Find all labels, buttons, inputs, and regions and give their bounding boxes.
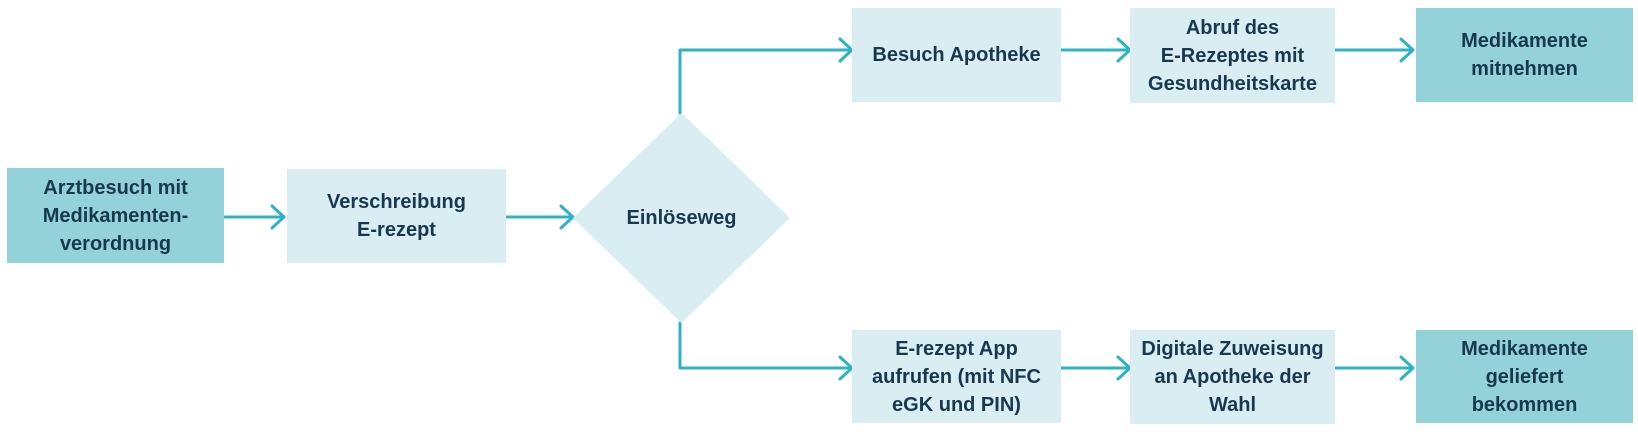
arrow-einloeseweg-to-besuch-apotheke (678, 37, 854, 115)
arrow-app-to-zuweisung (1059, 355, 1132, 381)
node-abruf-e-rezept: Abruf des E-Rezeptes mit Gesundheitskart… (1130, 8, 1335, 103)
arrow-besuch-apotheke-to-abruf (1059, 37, 1132, 63)
node-besuch-apotheke: Besuch Apotheke (852, 8, 1061, 102)
node-einloeseweg-decision: Einlöseweg (573, 113, 790, 323)
arrow-abruf-to-mitnehmen (1333, 37, 1415, 63)
arrow-zuweisung-to-geliefert (1333, 355, 1415, 381)
node-einloeseweg-label: Einlöseweg (626, 207, 737, 229)
node-arztbesuch: Arztbesuch mit Medikamenten- verordnung (7, 168, 224, 263)
node-verschreibung-label: Verschreibung E-rezept (327, 191, 466, 241)
node-medikamente-geliefert-label: Medikamente geliefert bekommen (1461, 337, 1588, 416)
node-medikamente-mitnehmen-label: Medikamente mitnehmen (1461, 30, 1588, 80)
node-verschreibung: Verschreibung E-rezept (287, 169, 506, 263)
node-medikamente-geliefert: Medikamente geliefert bekommen (1416, 330, 1633, 423)
node-digitale-zuweisung-label: Digitale Zuweisung an Apotheke der Wahl (1141, 338, 1324, 416)
node-abruf-e-rezept-label: Abruf des E-Rezeptes mit Gesundheitskart… (1148, 16, 1317, 95)
node-e-rezept-app: E-rezept App aufrufen (mit NFC eGK und P… (852, 330, 1061, 423)
arrow-arztbesuch-to-verschreibung (223, 204, 286, 230)
node-e-rezept-app-label: E-rezept App aufrufen (mit NFC eGK und P… (872, 337, 1041, 416)
node-medikamente-mitnehmen: Medikamente mitnehmen (1416, 8, 1633, 102)
arrow-einloeseweg-to-app (678, 321, 854, 381)
node-besuch-apotheke-label: Besuch Apotheke (872, 44, 1041, 66)
node-arztbesuch-label: Arztbesuch mit Medikamenten- verordnung (42, 176, 189, 255)
node-digitale-zuweisung: Digitale Zuweisung an Apotheke der Wahl (1130, 330, 1335, 424)
arrow-verschreibung-to-einloeseweg (504, 204, 575, 230)
